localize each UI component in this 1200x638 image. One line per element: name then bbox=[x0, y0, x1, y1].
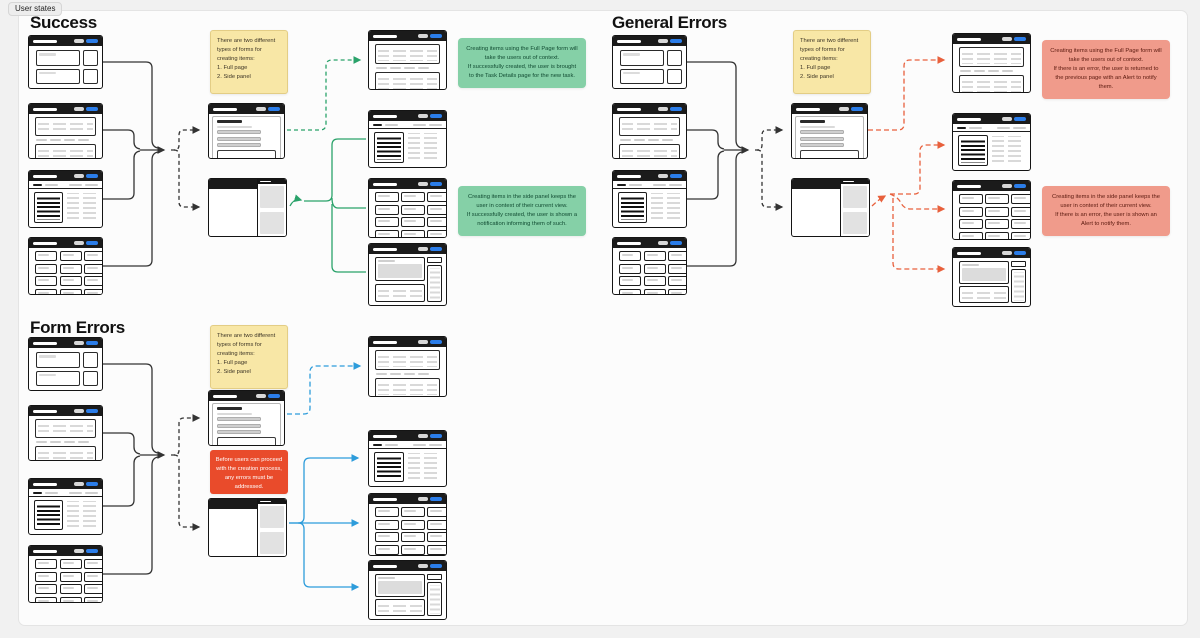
wireframe-header bbox=[29, 36, 102, 46]
wireframe-side-panel bbox=[208, 178, 287, 237]
wireframe-full-page-form bbox=[791, 103, 868, 159]
gray-button-pill bbox=[74, 39, 84, 43]
wireframe-list bbox=[368, 30, 447, 90]
section-heading-form-errors: Form Errors bbox=[30, 318, 125, 337]
note-side-panel-error[interactable]: Creating items in the side panel keeps t… bbox=[1042, 186, 1170, 236]
wireframe-list bbox=[368, 336, 447, 397]
section-heading-success: Success bbox=[30, 13, 97, 32]
wireframe-list bbox=[28, 405, 103, 461]
wireframe-card-grid bbox=[952, 180, 1031, 240]
wireframe-detail-list bbox=[612, 170, 687, 228]
diagram-canvas bbox=[18, 10, 1188, 626]
note-side-panel-success[interactable]: Creating items in the side panel keeps t… bbox=[458, 186, 586, 236]
wireframe-full-page-form bbox=[208, 103, 285, 159]
wireframe-side-panel bbox=[791, 178, 870, 237]
wireframe-task-details bbox=[368, 243, 447, 306]
wireframe-detail-list bbox=[952, 113, 1031, 171]
wireframe-task-details bbox=[952, 247, 1031, 307]
wireframe-dashboard bbox=[28, 337, 103, 391]
note-form-types[interactable]: There are two different types of forms f… bbox=[210, 30, 288, 94]
wireframe-task-details bbox=[368, 560, 447, 620]
wireframe-dashboard bbox=[612, 35, 687, 89]
note-form-types[interactable]: There are two different types of forms f… bbox=[793, 30, 871, 94]
wireframe-card-grid bbox=[368, 493, 447, 556]
wireframe-detail-list bbox=[368, 430, 447, 487]
wireframe-detail-list bbox=[368, 110, 447, 168]
wireframe-card-grid bbox=[368, 178, 447, 238]
logo-bar bbox=[33, 39, 57, 43]
wireframe-list bbox=[952, 33, 1031, 93]
note-form-types[interactable]: There are two different types of forms f… bbox=[210, 325, 288, 389]
wireframe-list bbox=[612, 103, 687, 159]
section-heading-general-errors: General Errors bbox=[612, 13, 727, 32]
note-error-blocker[interactable]: Before users can proceed with the creati… bbox=[210, 450, 288, 494]
wireframe-detail-list bbox=[28, 170, 103, 228]
wireframe-card-grid bbox=[28, 545, 103, 603]
wireframe-detail-list bbox=[28, 478, 103, 535]
wireframe-full-page-form bbox=[208, 390, 285, 446]
page-tab-user-states[interactable]: User states bbox=[8, 2, 63, 16]
wireframe-side-panel bbox=[208, 498, 287, 557]
wireframe-list bbox=[28, 103, 103, 159]
note-full-page-success[interactable]: Creating items using the Full Page form … bbox=[458, 38, 586, 88]
blue-button-pill bbox=[86, 38, 98, 44]
wireframe-card-grid bbox=[28, 237, 103, 295]
note-full-page-error[interactable]: Creating items using the Full Page form … bbox=[1042, 40, 1170, 99]
wireframe-card-grid bbox=[612, 237, 687, 295]
wireframe-dashboard bbox=[28, 35, 103, 89]
